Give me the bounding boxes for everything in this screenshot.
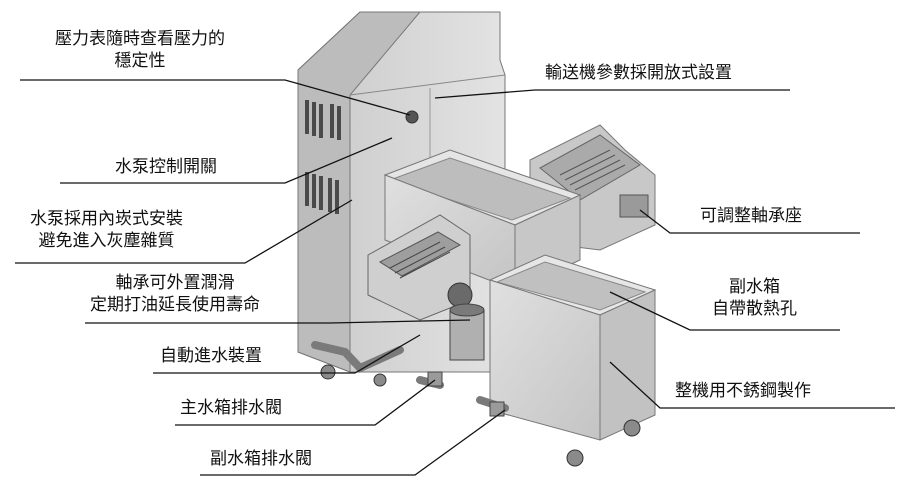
filter-unit xyxy=(367,214,473,321)
pump-control-label: 水泵控制開關 xyxy=(115,157,217,177)
sub-drain-label: 副水箱排水閥 xyxy=(210,449,312,469)
sub-tank xyxy=(488,254,657,441)
bearing-external-label: 軸承可外置潤滑 定期打油延長使用壽命 xyxy=(90,273,260,315)
pump-builtin-label: 水泵採用內崁式安裝 避免進入灰塵雜質 xyxy=(30,209,183,251)
leader-lines xyxy=(15,79,895,476)
pressure-gauge-label: 壓力表隨時查看壓力的 穩定性 xyxy=(55,29,225,71)
sub-tank-label: 副水箱 自帶散熱孔 xyxy=(712,277,797,319)
conveyor-params-label: 輸送機參數採開放式設置 xyxy=(545,63,732,83)
casters xyxy=(320,364,641,467)
main-drain-label: 主水箱排水閥 xyxy=(180,398,282,418)
pump xyxy=(449,303,485,361)
auto-water-label: 自動進水裝置 xyxy=(160,346,262,366)
adjustable-bearing-label: 可調整軸承座 xyxy=(700,206,802,226)
stainless-label: 整機用不銹鋼製作 xyxy=(675,381,811,401)
